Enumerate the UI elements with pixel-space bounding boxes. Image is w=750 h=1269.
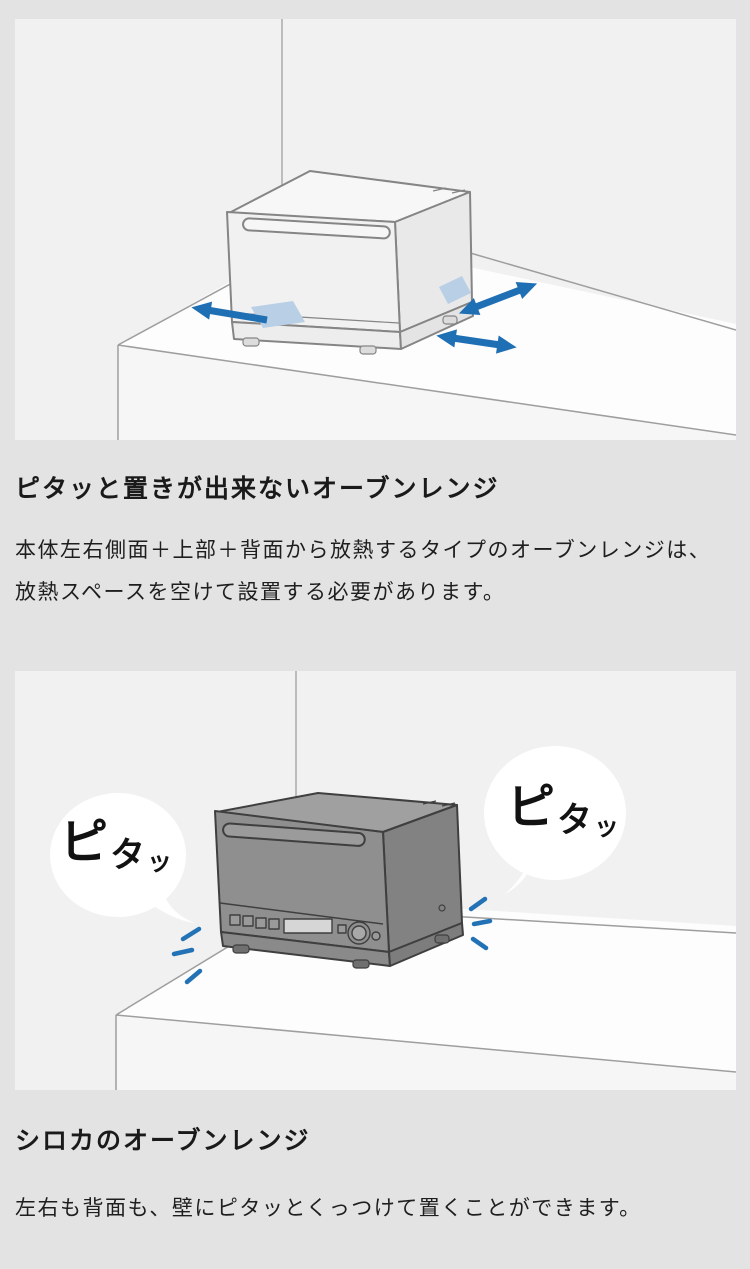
oven-base-side bbox=[399, 301, 474, 350]
section-2-heading: シロカのオーブンレンジ bbox=[15, 1127, 311, 1155]
clearance-arrow-front-right-icon bbox=[436, 329, 517, 354]
page: { "palette": { "page_background": "#e3e3… bbox=[0, 19, 750, 1269]
speech-bubble-right-text: ピタッ bbox=[507, 784, 619, 840]
section-2-body: 左右も背面も、壁にピタッとくっつけて置くことができます。 bbox=[15, 1197, 642, 1220]
siroca-oven-flush-illustration bbox=[50, 671, 736, 1090]
bubble-char: ピ bbox=[60, 816, 109, 869]
oven-display bbox=[283, 918, 333, 934]
flush-sparkle-right-icon bbox=[468, 896, 493, 951]
bubble-char: ピ bbox=[507, 781, 556, 834]
speech-bubble-left bbox=[50, 793, 195, 923]
flush-sparkle-left-icon bbox=[171, 926, 203, 985]
clearance-arrow-back-right-icon bbox=[458, 281, 538, 316]
oven-door-handle bbox=[242, 217, 391, 240]
speech-bubble-right bbox=[484, 746, 626, 895]
clearance-arrow-left-icon bbox=[191, 301, 268, 324]
bubble-char: タ bbox=[110, 836, 146, 875]
bubble-char: ッ bbox=[147, 848, 173, 876]
speech-bubble-left-text: ピタッ bbox=[60, 819, 172, 875]
bubble-char: タ bbox=[557, 801, 593, 840]
illustration-flush-panel: ピタッ ピタッ bbox=[15, 671, 736, 1090]
oven-control-panel bbox=[229, 914, 381, 945]
section-1-body: 本体左右側面＋上部＋背面から放熱するタイプのオーブンレンジは、放熱スペースを空け… bbox=[15, 539, 712, 604]
section-1-heading: ピタッと置きが出来ないオーブンレンジ bbox=[15, 475, 500, 503]
bubble-char: ッ bbox=[594, 813, 620, 841]
oven-needs-clearance-illustration bbox=[117, 19, 736, 440]
siroca-oven bbox=[214, 792, 464, 969]
oven-door-handle bbox=[222, 822, 366, 847]
oven-base-side bbox=[388, 922, 464, 967]
illustration-clearance-panel bbox=[15, 19, 736, 440]
